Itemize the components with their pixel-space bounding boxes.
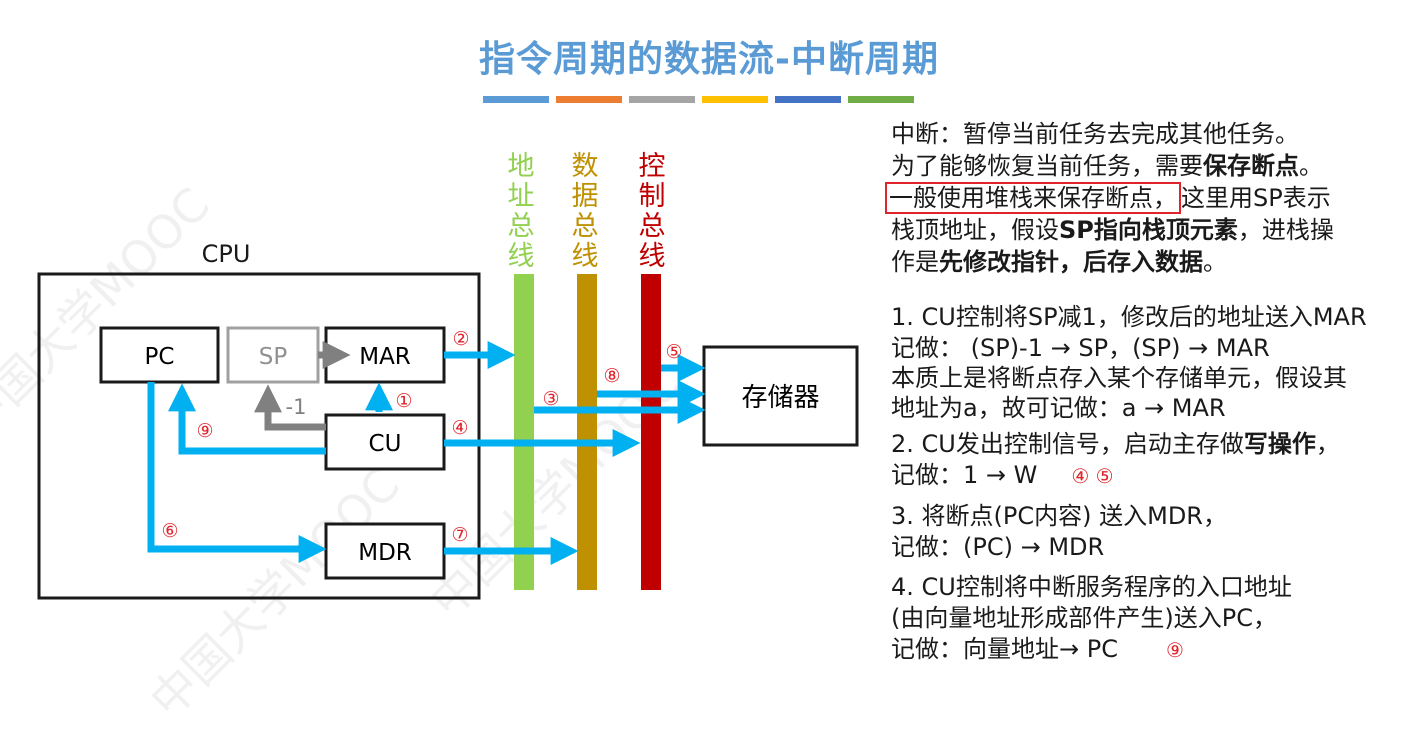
explanation-line-3: 一般使用堆栈来保存断点，这里用SP表示 — [885, 182, 1411, 214]
address-bus-char-1: 地 — [508, 151, 535, 182]
control-bus — [641, 274, 661, 590]
cpu-label: CPU — [202, 240, 251, 268]
cu-label: CU — [369, 431, 402, 457]
step-2-title-bold: 写操作 — [1243, 430, 1316, 458]
marker-4: ④ — [451, 417, 468, 439]
memory-label: 存储器 — [741, 383, 819, 413]
step-1-desc-2: 地址为a，故可记做：a → MAR — [891, 394, 1226, 422]
data-bus — [577, 274, 597, 590]
data-bus-char-4: 线 — [572, 241, 599, 272]
explanation-line-5: 作是先修改指针，后存入数据。 — [891, 246, 1411, 278]
control-bus-label: 控 制 总 线 — [639, 151, 666, 272]
cu-register — [324, 413, 446, 471]
cu-to-pc-arrow — [168, 383, 326, 455]
data-bus-char-3: 总 — [572, 211, 599, 242]
address-bus-label: 地 址 总 线 — [508, 151, 535, 272]
data-bus-label: 数 据 总 线 — [572, 151, 599, 272]
step-2-markers: ④ ⑤ — [1071, 464, 1114, 488]
data-bus-char-1: 数 — [572, 151, 599, 182]
step-4-sub: (由向量地址形成部件产生)送入PC， — [891, 604, 1277, 632]
watermark-text-1: 中国大学MOOC — [140, 457, 410, 727]
marker-7: ⑦ — [451, 524, 468, 546]
step-4-note: 记做：向量地址→ PC ⑨ — [891, 634, 1411, 666]
step-4-marker: ⑨ — [1165, 638, 1184, 662]
marker-2: ② — [452, 328, 469, 350]
explanation-line-4: 栈顶地址，假设SP指向栈顶元素，进栈操 — [891, 214, 1411, 246]
control-bus-char-1: 控 — [639, 151, 666, 182]
line2-bold: 保存断点 — [1203, 152, 1299, 180]
cu-to-sp-arrow — [254, 384, 326, 431]
mdr-register — [324, 522, 446, 580]
line4-text: 栈顶地址，假设 — [891, 216, 1059, 244]
step-2-title-end: ， — [1315, 430, 1340, 458]
interrupt-definition: 中断：暂停当前任务去完成其他任务。 为了能够恢复当前任务，需要保存断点。 一般使… — [885, 118, 1411, 278]
step-2: 2. CU发出控制信号，启动主存做写操作， 记做：1 → W ④ ⑤ — [891, 429, 1411, 491]
color-bar-4 — [702, 96, 768, 103]
marker-8: ⑧ — [603, 365, 620, 387]
address-bus-char-3: 总 — [508, 211, 535, 242]
sp-minus-one-label: -1 — [286, 395, 307, 419]
color-bar-5 — [775, 96, 841, 103]
control-bus-char-3: 总 — [639, 211, 666, 242]
marker-5: ⑤ — [665, 341, 682, 363]
marker-9: ⑨ — [196, 420, 213, 442]
color-bar-1 — [483, 96, 549, 103]
step-1-note: 记做： (SP)-1 → SP，(SP) → MAR — [891, 334, 1270, 362]
explanation-line-1: 中断：暂停当前任务去完成其他任务。 — [891, 120, 1299, 148]
color-bar-3 — [629, 96, 695, 103]
marker-3: ③ — [542, 388, 559, 410]
line4-end: ，进栈操 — [1237, 216, 1334, 244]
color-bar-2 — [556, 96, 622, 103]
mar-label: MAR — [359, 344, 411, 370]
memory-box — [702, 345, 859, 447]
line5-bold: 先修改指针，后存入数据 — [939, 248, 1203, 276]
explanation-line-2: 为了能够恢复当前任务，需要保存断点。 — [891, 150, 1411, 182]
step-2-title-text: 2. CU发出控制信号，启动主存做 — [891, 430, 1244, 458]
pc-to-mdr-arrow — [147, 382, 327, 563]
step-1-title: 1. CU控制将SP减1，修改后的地址送入MAR — [891, 303, 1367, 331]
control-bus-char-4: 线 — [639, 241, 666, 272]
watermark-text-3: 中国大学MOOC — [0, 177, 220, 447]
step-3-note: 记做：(PC) → MDR — [891, 533, 1105, 561]
line5-end: 。 — [1203, 248, 1227, 276]
address-bus-char-4: 线 — [508, 241, 535, 272]
line5-text: 作是 — [891, 248, 939, 276]
step-2-title: 2. CU发出控制信号，启动主存做写操作， — [891, 429, 1411, 460]
step-2-note-text: 记做：1 → W — [891, 461, 1038, 489]
highlighted-stack-note: 一般使用堆栈来保存断点， — [885, 182, 1181, 214]
address-bus — [514, 274, 534, 590]
step-4: 4. CU控制将中断服务程序的入口地址 (由向量地址形成部件产生)送入PC， 记… — [891, 572, 1411, 666]
step-3-title: 3. 将断点(PC内容) 送入MDR， — [891, 502, 1227, 530]
step-3: 3. 将断点(PC内容) 送入MDR， 记做：(PC) → MDR — [891, 501, 1411, 562]
line3-text: 这里用SP表示 — [1181, 184, 1331, 212]
line2-text: 为了能够恢复当前任务，需要 — [891, 152, 1203, 180]
control-bus-char-2: 制 — [639, 181, 666, 212]
data-bus-char-2: 据 — [572, 181, 599, 212]
sp-label: SP — [259, 344, 288, 370]
step-4-title: 4. CU控制将中断服务程序的入口地址 — [891, 573, 1292, 601]
step-markers: ① ② ③ ④ ⑤ ⑥ ⑦ ⑧ ⑨ — [161, 328, 682, 546]
pc-label: PC — [145, 344, 175, 370]
line2-end: 。 — [1299, 152, 1323, 180]
interrupt-cycle-diagram: 中国大学MOOC 中国大学MOOC 中国大学MOOC CPU PC SP MAR… — [0, 151, 859, 728]
step-1-desc-1: 本质上是将断点存入某个存储单元，假设其 — [891, 364, 1347, 392]
pc-register — [99, 326, 220, 384]
color-bar-6 — [848, 96, 914, 103]
page-title: 指令周期的数据流-中断周期 — [479, 39, 939, 80]
step-1: 1. CU控制将SP减1，修改后的地址送入MAR 记做： (SP)-1 → SP… — [891, 302, 1411, 423]
cpu-box — [37, 272, 481, 600]
address-bus-char-2: 址 — [508, 181, 535, 212]
mdr-label: MDR — [358, 540, 412, 566]
line4-bold: SP指向栈顶元素 — [1059, 216, 1238, 244]
step-2-note: 记做：1 → W ④ ⑤ — [891, 460, 1411, 491]
step-4-note-text: 记做：向量地址→ PC — [891, 635, 1118, 663]
explanation-panel: 中断：暂停当前任务去完成其他任务。 为了能够恢复当前任务，需要保存断点。 一般使… — [885, 118, 1411, 666]
marker-6: ⑥ — [161, 520, 178, 542]
marker-1: ① — [395, 390, 412, 412]
